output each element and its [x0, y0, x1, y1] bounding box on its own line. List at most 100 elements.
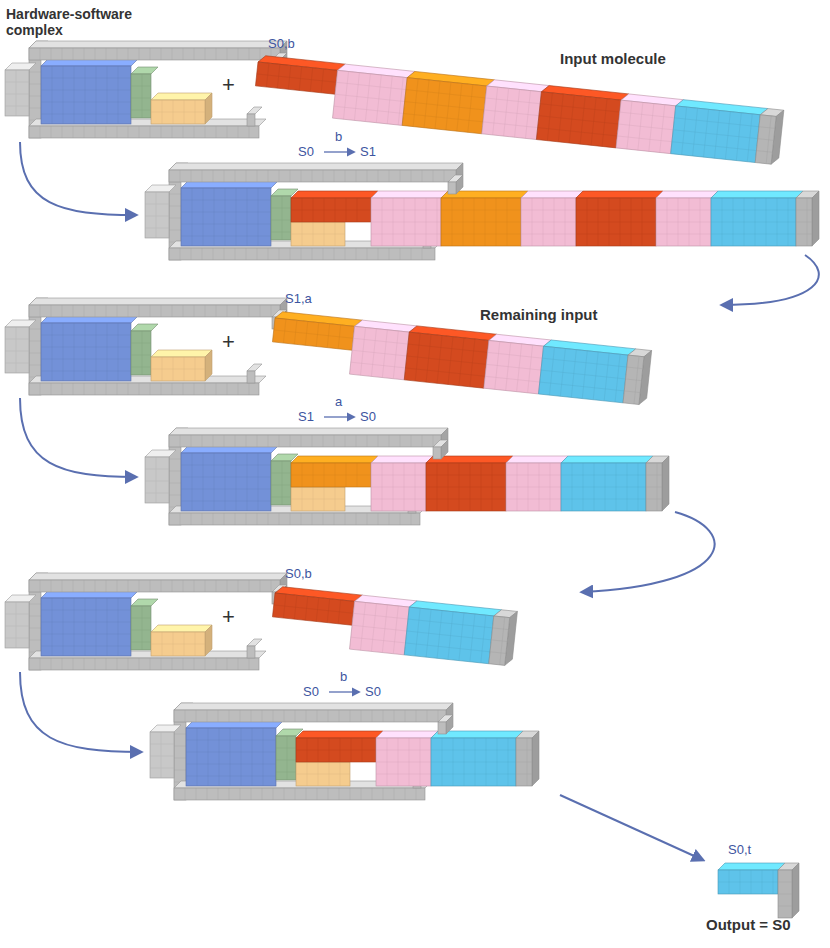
hardware-block-grid [41, 610, 131, 611]
housing-arm-grid [117, 126, 118, 138]
housing-arm-grid [238, 383, 239, 395]
housing-arm [29, 48, 280, 60]
housing-hook [247, 107, 262, 114]
hardware-block-grid [41, 347, 131, 348]
spacer-block-grid [282, 461, 283, 505]
housing-arm-grid [260, 305, 261, 317]
housing-grid [29, 96, 41, 97]
dna-segment-grid [540, 104, 620, 112]
housing-arm-grid [249, 126, 250, 138]
housing-arm-grid [279, 435, 280, 447]
housing-arm-grid [191, 513, 192, 525]
housing-arm-grid [227, 126, 228, 138]
housing-hook [456, 175, 463, 194]
input-molecule [270, 311, 652, 405]
dna-segment [536, 92, 621, 148]
housing-arm-grid [246, 248, 247, 260]
dna-segment-grid [796, 210, 812, 211]
dna-segment-grid [778, 882, 792, 883]
dna-segment-grid [407, 631, 492, 640]
dna-segment-grid [441, 222, 521, 223]
dna-segment-grid [488, 352, 543, 358]
housing-arm-grid [323, 248, 324, 260]
housing-arm-grid [62, 658, 63, 670]
dna-segment-grid [627, 367, 643, 369]
input-molecule [253, 55, 784, 165]
dna-segment-grid [485, 376, 540, 382]
dna-segment [350, 601, 410, 654]
housing-arm-grid [290, 513, 291, 525]
housing-arm-grid [205, 305, 206, 317]
housing-arm-grid [106, 383, 107, 395]
housing-arm-grid [328, 788, 329, 800]
hardware-block-grid [63, 66, 64, 124]
dna-segment [333, 70, 408, 125]
housing-arm-grid [150, 305, 151, 317]
hardware-block-grid [118, 66, 119, 124]
hardware-block [186, 728, 276, 786]
housing-arm-grid [51, 580, 52, 592]
housing-arm-grid [273, 710, 274, 722]
hardware-block-grid [236, 453, 237, 511]
dna-segment-grid [506, 499, 561, 500]
dna-segment [296, 738, 376, 762]
housing-cap-grid [5, 363, 29, 364]
hardware-block-grid [181, 212, 271, 213]
spacer-block-grid [131, 86, 151, 87]
housing-arm-grid [249, 305, 250, 317]
housing-arm-grid [213, 248, 214, 260]
spacer-block-grid [131, 343, 151, 344]
housing-grid [29, 353, 41, 354]
dna-segment-grid [561, 487, 646, 488]
housing-arm-grid [262, 788, 263, 800]
software-block [151, 100, 205, 124]
housing-arm-grid [257, 170, 258, 182]
hardware-block-grid [197, 728, 198, 786]
housing-arm-grid [271, 580, 272, 592]
housing-arm-grid [389, 170, 390, 182]
dna-segment-grid [796, 234, 812, 235]
housing-arm-grid [389, 435, 390, 447]
housing-cap-grid [145, 204, 169, 205]
dna-segment-grid [376, 774, 431, 775]
hardware-block-grid [263, 728, 264, 786]
housing-grid [29, 108, 41, 109]
housing-arm-grid [202, 248, 203, 260]
housing-arm-grid [301, 170, 302, 182]
dna-segment-grid [506, 475, 561, 476]
housing-arm-grid [383, 788, 384, 800]
hardware-block [41, 323, 131, 381]
dna-segment-grid [539, 116, 619, 124]
housing-cap-grid [16, 327, 17, 373]
housing-grid [29, 341, 41, 342]
housing-arm-grid [400, 248, 401, 260]
plus-sign: + [222, 331, 235, 353]
dna-segment-grid [672, 142, 757, 151]
spacer-block-grid [287, 736, 288, 780]
hardware-block-grid [96, 323, 97, 381]
hardware-software-complex [150, 703, 539, 800]
spacer-block-grid [142, 331, 143, 375]
housing-arm-grid [150, 48, 151, 60]
housing-arm-grid [339, 710, 340, 722]
housing-arm-grid [183, 48, 184, 60]
dna-segment-grid [371, 222, 441, 223]
hardware-block-grid [181, 465, 271, 466]
housing-arm-grid [334, 248, 335, 260]
housing-arm-grid [51, 48, 52, 60]
flow-arrow [20, 398, 136, 477]
plus-sign: + [222, 606, 235, 628]
housing-arm-grid [235, 248, 236, 260]
spacer-block-grid [282, 196, 283, 240]
housing-arm-grid [367, 248, 368, 260]
software-block [296, 762, 350, 786]
software-block-grid [151, 112, 205, 113]
dna-segment-grid [371, 487, 426, 488]
dna-segment-grid [335, 94, 405, 101]
dna-segment-grid [426, 487, 506, 488]
housing-cap [145, 457, 169, 503]
housing-arm-grid [271, 305, 272, 317]
hardware-block-grid [41, 78, 131, 79]
housing-arm-grid [216, 383, 217, 395]
